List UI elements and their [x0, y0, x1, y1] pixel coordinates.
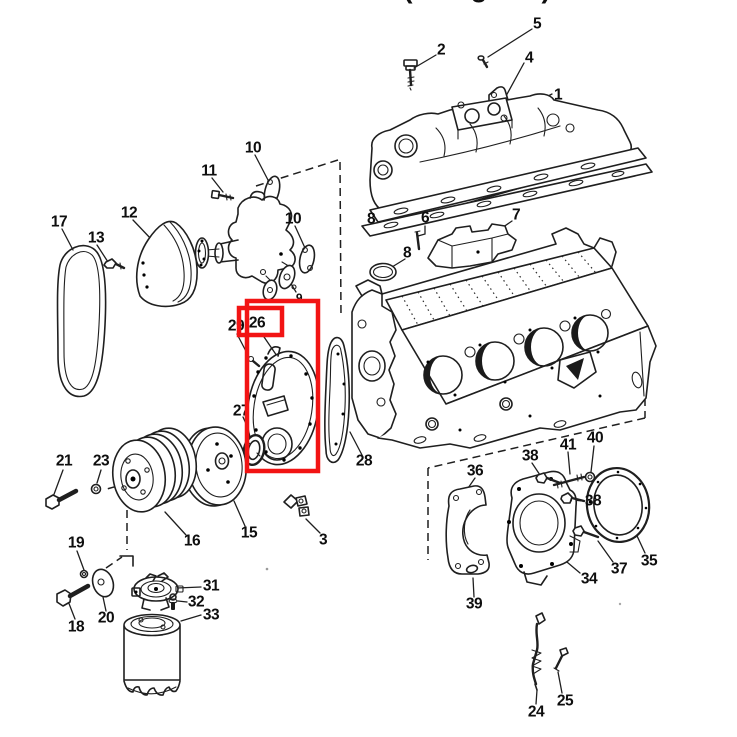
callout-25: 25 — [557, 693, 574, 710]
callout-33: 33 — [203, 607, 220, 624]
callout-16: 16 — [184, 533, 201, 550]
oring-8 — [369, 262, 397, 282]
bolt-37 — [572, 525, 600, 539]
bolt-38b — [560, 492, 586, 504]
callout-19: 19 — [68, 535, 85, 552]
bolt-18 — [56, 583, 91, 607]
timing-cover-26 — [246, 346, 320, 466]
callout-15: 15 — [241, 525, 258, 542]
callout-39: 39 — [466, 596, 483, 613]
callout-26: 26 — [249, 315, 266, 332]
callout-9: 9 — [296, 291, 303, 305]
adapter-31 — [131, 572, 184, 611]
title-fragment-close-paren: ) — [542, 0, 551, 4]
callout-29: 29 — [228, 318, 245, 335]
callout-40: 40 — [587, 430, 603, 447]
bolt-2 — [403, 59, 418, 91]
intake-manifold-1 — [369, 93, 647, 223]
valley-baffle-7 — [427, 223, 517, 269]
bolt-11 — [210, 189, 235, 201]
retainer-34 — [506, 470, 581, 586]
callout-1: 1 — [554, 87, 563, 104]
callout-13: 13 — [88, 230, 105, 247]
callout-24: 24 — [528, 704, 545, 721]
callout-28: 28 — [356, 453, 373, 470]
scan-specks — [265, 567, 622, 606]
callout-8b: 8 — [403, 245, 412, 262]
title-fragment-open-paren: ( — [404, 0, 413, 4]
bolt-38a — [535, 472, 562, 485]
callout-23: 23 — [93, 453, 110, 470]
callout-6: 6 — [421, 210, 430, 227]
shield-36 — [445, 485, 490, 575]
bolt-13 — [103, 258, 126, 270]
callout-21: 21 — [56, 453, 73, 470]
callout-32: 32 — [188, 594, 204, 611]
callout-35: 35 — [641, 553, 658, 570]
stud-41 — [552, 473, 586, 489]
callout-37: 37 — [611, 561, 627, 578]
callout-2: 2 — [437, 42, 445, 59]
washer-20 — [91, 568, 115, 598]
bolt-25 — [553, 647, 569, 672]
callout-10b: 10 — [285, 211, 301, 228]
callout-10a: 10 — [245, 140, 261, 157]
callout-3: 3 — [319, 532, 328, 549]
washer-23 — [90, 483, 102, 495]
callout-36: 36 — [467, 463, 484, 480]
front-cover-gasket-28 — [324, 336, 351, 464]
highlight-label-26-box — [236, 305, 285, 338]
highlight-timing-cover-box — [244, 298, 321, 474]
callout-38b: 38 — [585, 493, 602, 510]
oil-filter-33 — [123, 613, 181, 696]
bracket-3 — [283, 494, 310, 517]
nut-40 — [584, 471, 596, 483]
belt-17 — [56, 244, 107, 398]
seal-35 — [585, 467, 651, 543]
washer-19 — [79, 569, 89, 579]
pulley-16 — [111, 427, 198, 513]
callout-7: 7 — [512, 207, 520, 224]
callout-18: 18 — [68, 619, 85, 636]
bolt-29 — [247, 355, 261, 368]
callout-31: 31 — [203, 578, 220, 595]
callout-5: 5 — [533, 16, 542, 33]
callout-38a: 38 — [522, 448, 539, 465]
callout-20: 20 — [98, 610, 114, 627]
engine-block — [351, 227, 657, 449]
gasket-10-lower — [298, 244, 316, 274]
callout-4: 4 — [525, 50, 534, 67]
callout-11: 11 — [201, 163, 217, 180]
dipstick-24 — [531, 612, 546, 691]
bolt-21 — [45, 488, 79, 510]
cropped-title-fragment: ( g ) — [404, 0, 551, 4]
callout-12: 12 — [121, 205, 137, 222]
plug-39 — [465, 564, 479, 574]
pin-6 — [414, 230, 421, 251]
callout-41: 41 — [560, 437, 577, 454]
callout-34: 34 — [581, 571, 598, 588]
cone-12 — [135, 220, 198, 308]
bolt-32 — [168, 593, 178, 610]
callout-17: 17 — [51, 214, 67, 231]
water-pump-9 — [194, 190, 297, 301]
callout-8a: 8 — [367, 211, 376, 228]
highlight-layer — [236, 298, 321, 474]
title-fragment-letter: g — [471, 0, 488, 3]
screw-5 — [477, 55, 489, 69]
manifold-gasket-8 — [361, 163, 653, 237]
